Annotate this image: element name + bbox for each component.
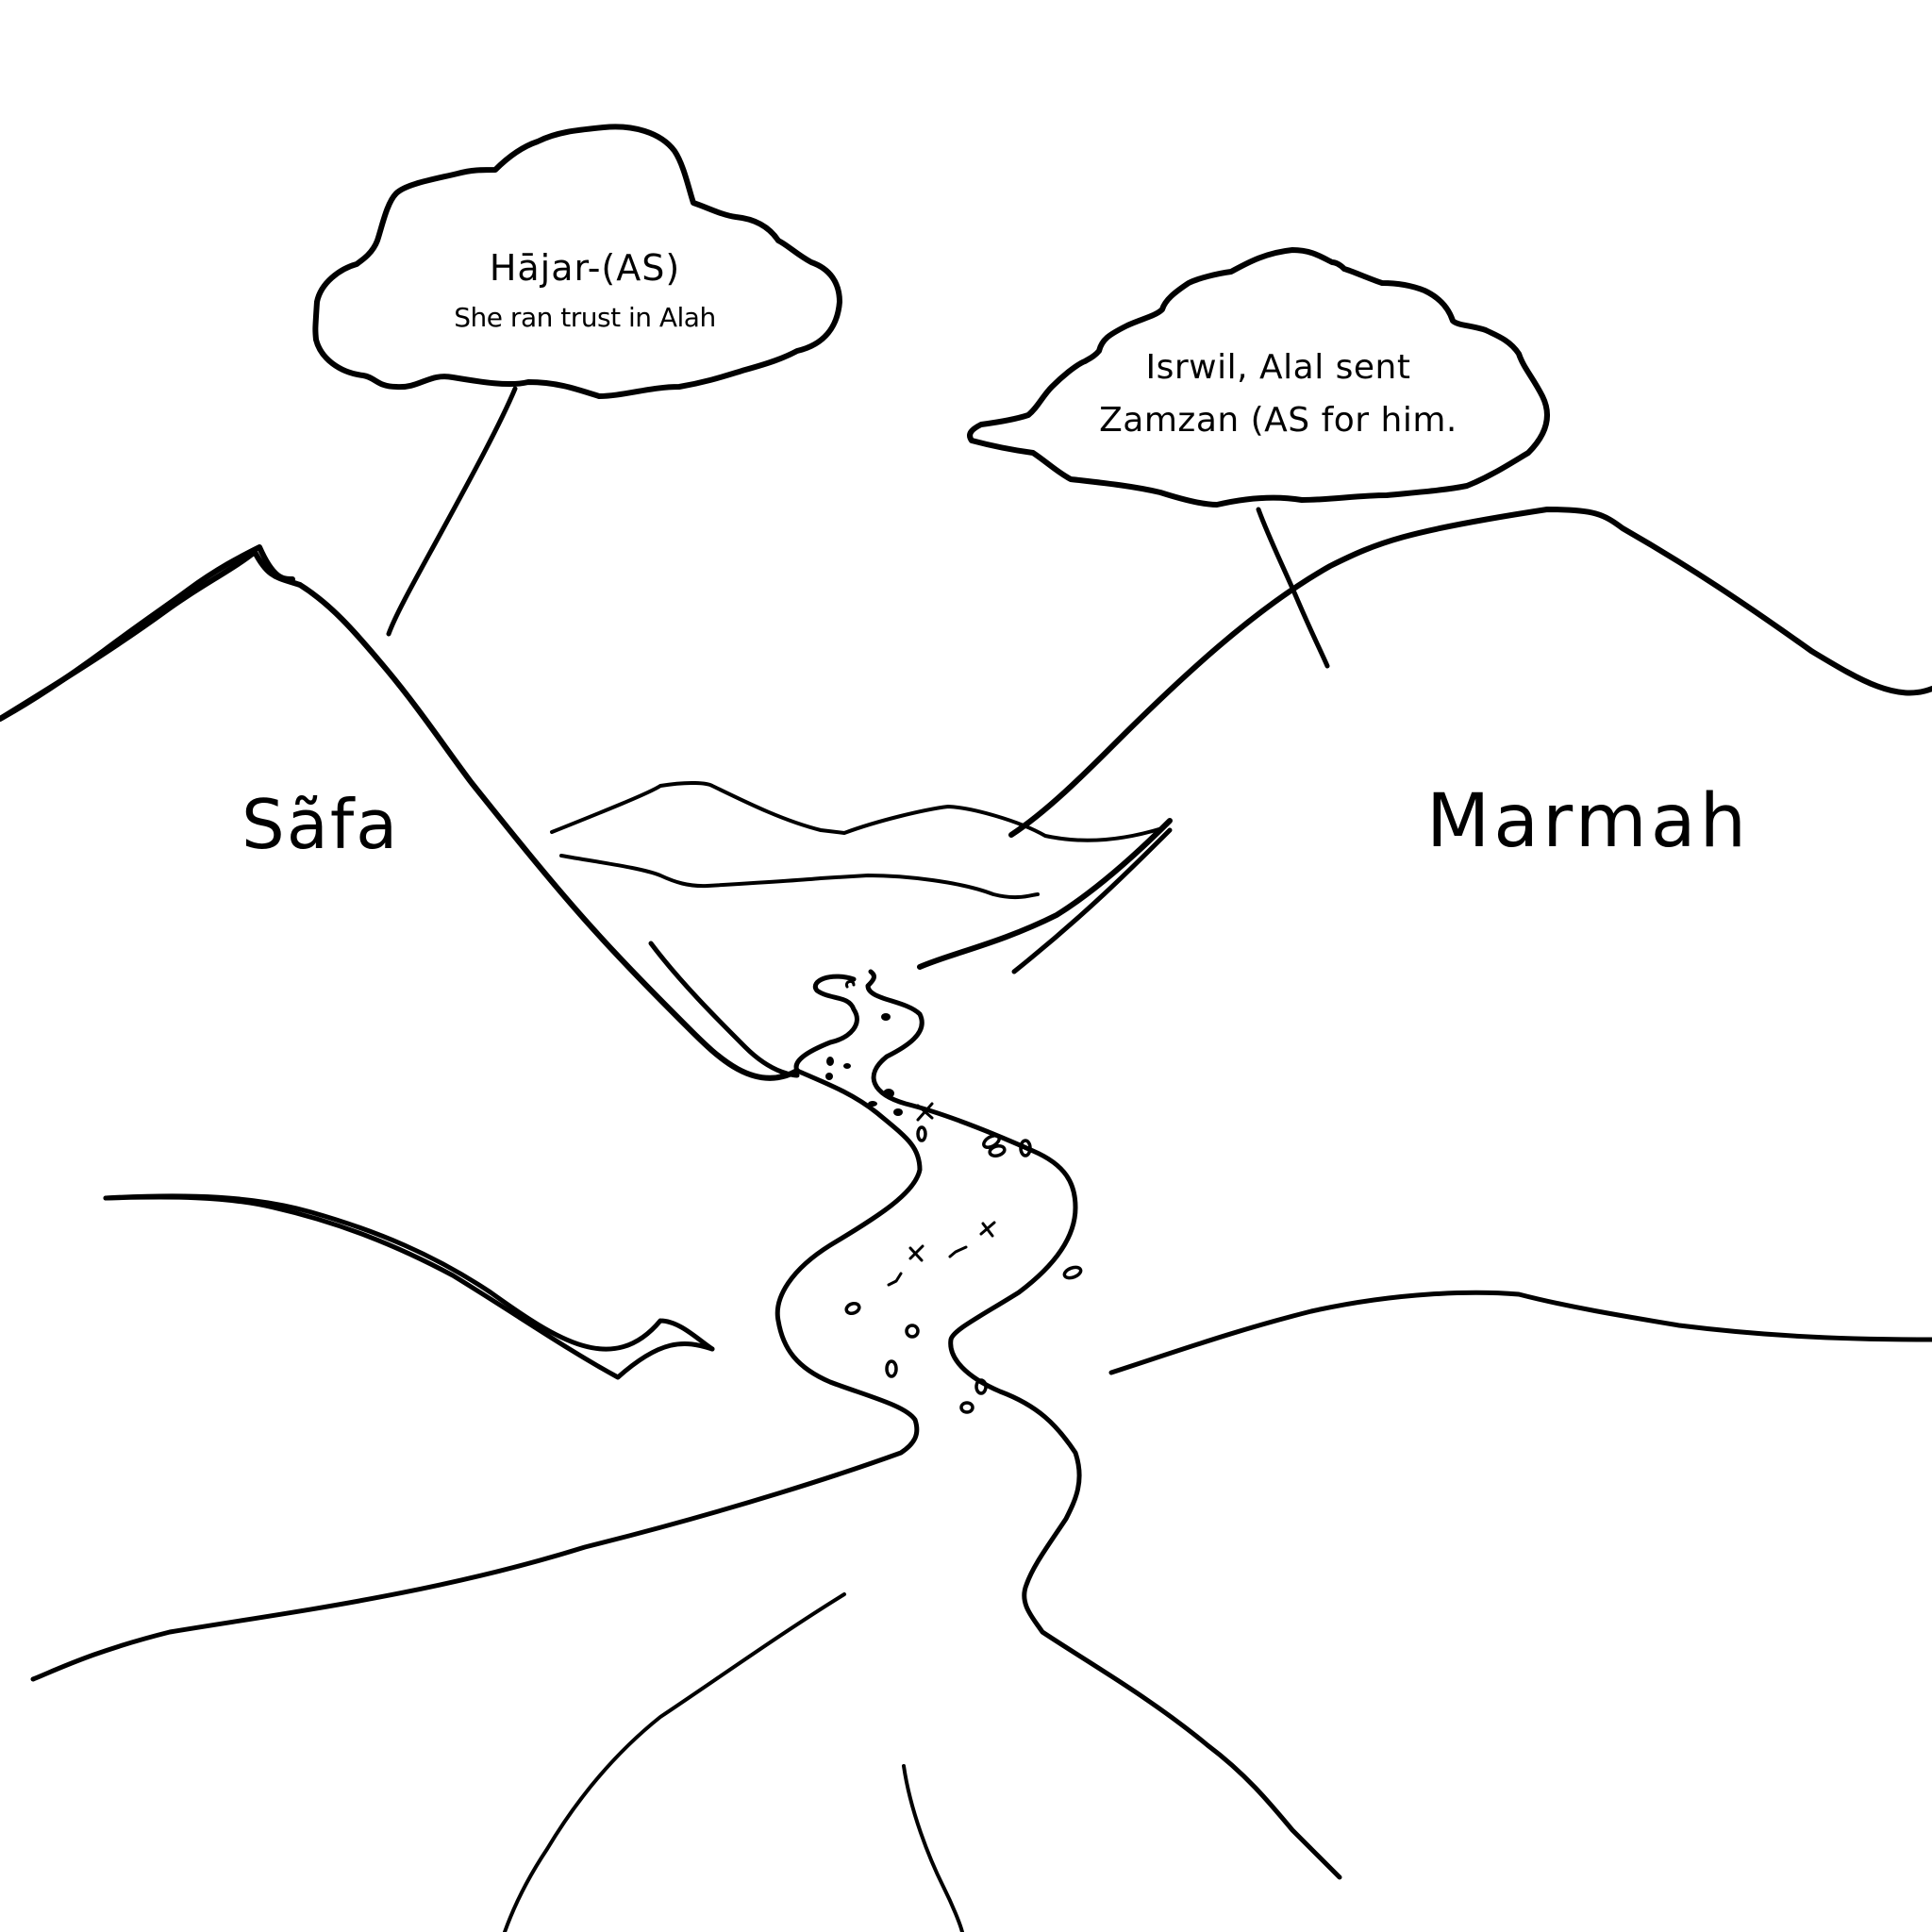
distant-hill-front [559,854,1040,900]
right-lower-path [902,1764,964,1932]
safa-hill-slope [648,941,800,1078]
left-foreground-ridge [103,1193,715,1352]
safa-hill-outline [0,549,800,1081]
ismail-cloud-line2: Zamzan (AS for him. [1099,401,1457,440]
hajar-thought-cloud [312,124,842,399]
safa-hill-label: Sãfa [242,785,400,864]
hajar-cloud-subtitle: She ran trust in Alah [454,302,716,333]
marmah-hill-outline [1008,507,1932,838]
river-right-bank [865,969,1342,1880]
ismail-cloud-pointer [1256,507,1330,669]
river-stones [825,979,1083,1414]
marmah-hill-slope [917,818,1173,970]
ismail-cloud-text: Isrwil, Alal sent Zamzan (AS for him. [1066,341,1491,447]
river-left-bank [30,974,923,1682]
marmah-hill-label: Marmah [1426,779,1751,864]
distant-hill-back [550,781,1164,842]
hajar-cloud-text: Hājar-(AS) She ran trust in Alah [406,247,764,333]
left-mid-ridge [103,1194,715,1380]
marmah-hill-inner-line [1011,827,1173,974]
right-mid-ridge [1108,1290,1932,1375]
hajar-cloud-pointer [386,386,518,637]
safa-peak-line [0,544,295,722]
ismail-cloud-line1: Isrwil, Alal sent [1145,348,1411,387]
left-lower-path [503,1592,846,1932]
ismail-speech-cloud [967,247,1550,508]
hajar-cloud-title: Hājar-(AS) [489,247,681,289]
